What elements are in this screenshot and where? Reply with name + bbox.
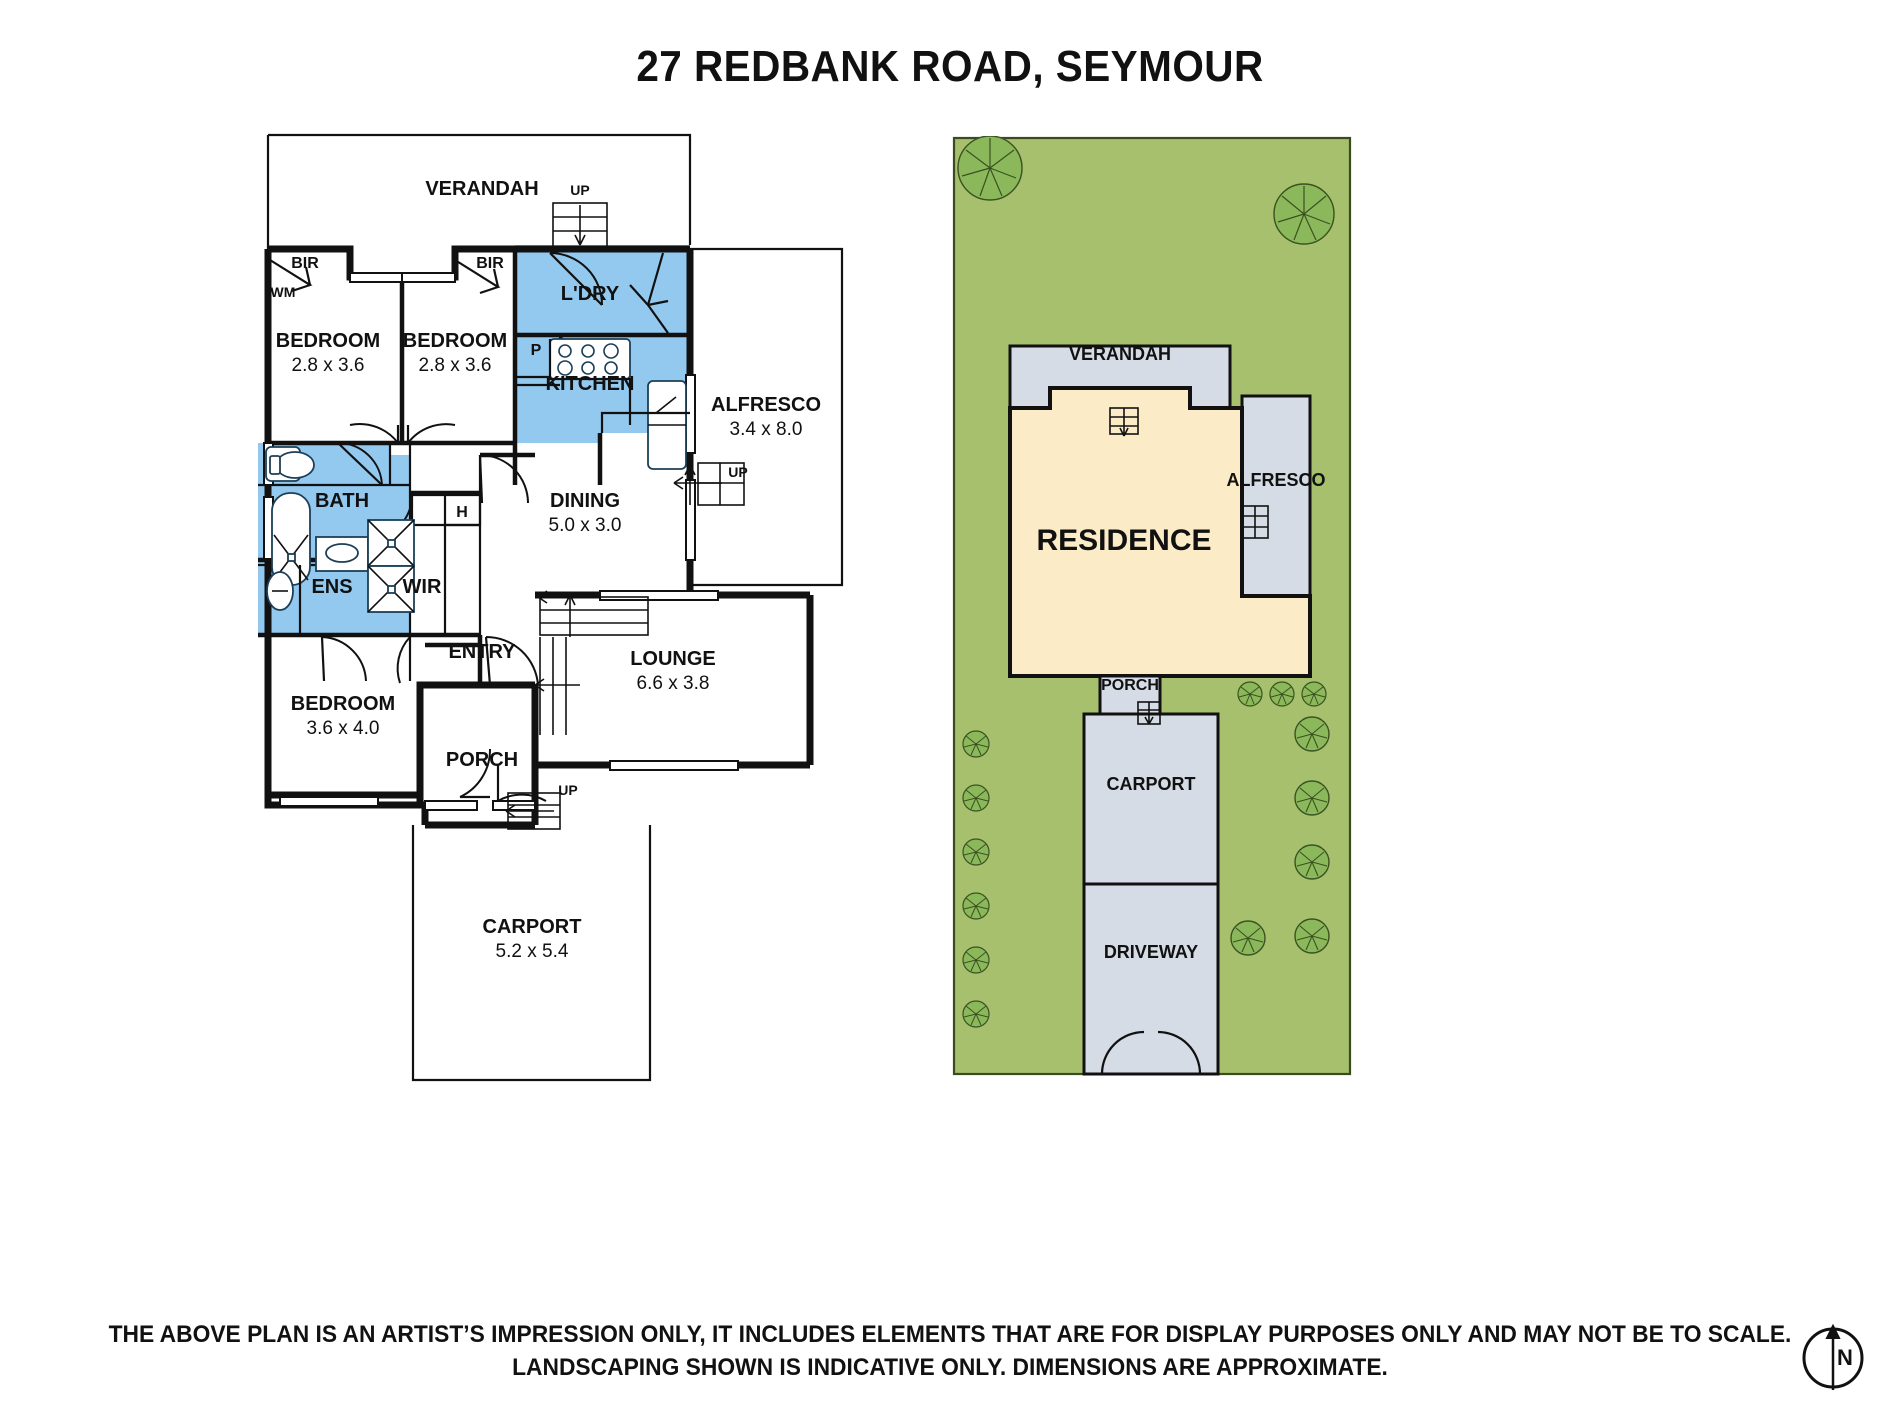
site-label-porch: PORCH <box>1101 677 1159 694</box>
fixtures <box>265 338 690 635</box>
label-linen: H <box>456 504 468 521</box>
label-carport-name: CARPORT <box>483 916 582 938</box>
label-ens: ENS <box>311 576 352 598</box>
site-label-residence: RESIDENCE <box>1036 524 1211 557</box>
label-bedroom1-name: BEDROOM <box>276 330 380 352</box>
shrub-row-top-right <box>1237 681 1327 707</box>
site-driveway <box>1082 882 1220 1076</box>
tree-top-right <box>1273 183 1335 245</box>
label-bedroom2-dim: 2.8 x 3.6 <box>419 355 492 376</box>
page-title: 27 REDBANK ROAD, SEYMOUR <box>636 42 1264 91</box>
label-kitchen: KITCHEN <box>546 373 635 395</box>
label-lounge-dim: 6.6 x 3.8 <box>637 673 710 694</box>
site-alfresco-step <box>1241 505 1269 539</box>
label-bedroom3-dim: 3.6 x 4.0 <box>307 718 380 739</box>
site-alfresco <box>1240 394 1312 598</box>
site-residence <box>1008 386 1312 678</box>
site-verandah-step <box>1109 407 1139 437</box>
shrub-row-left <box>962 730 990 1028</box>
label-lounge-name: LOUNGE <box>630 648 716 670</box>
floor-plan: VERANDAH BIR BIR BEDROOM 2.8 x 3.6 BEDRO… <box>250 125 870 1085</box>
stair-porch <box>505 792 561 830</box>
room-labels: VERANDAH BIR BIR BEDROOM 2.8 x 3.6 BEDRO… <box>271 178 821 962</box>
north-compass: N <box>1795 1320 1871 1396</box>
label-bedroom3-name: BEDROOM <box>291 693 395 715</box>
stair-verandah <box>552 202 608 248</box>
stair-alfresco <box>673 462 745 506</box>
label-porch: PORCH <box>446 749 518 771</box>
label-bir-right: BIR <box>476 255 504 272</box>
label-entry: ENTRY <box>448 641 516 663</box>
label-alfresco-name: ALFRESCO <box>711 394 821 416</box>
label-bath: BATH <box>315 490 369 512</box>
site-porch-step <box>1137 701 1161 725</box>
site-carport <box>1082 712 1220 886</box>
label-alfresco-dim: 3.4 x 8.0 <box>730 419 803 440</box>
label-wm: WM <box>271 284 296 300</box>
tree-top-left <box>957 136 1023 201</box>
disclaimer-line-1: THE ABOVE PLAN IS AN ARTIST’S IMPRESSION… <box>108 1321 1792 1348</box>
label-bedroom1-dim: 2.8 x 3.6 <box>292 355 365 376</box>
compass-label: N <box>1837 1345 1853 1370</box>
label-ldry: L'DRY <box>561 283 620 305</box>
site-label-driveway: DRIVEWAY <box>1104 942 1198 962</box>
label-dining-dim: 5.0 x 3.0 <box>549 515 622 536</box>
stair-lounge <box>534 590 649 735</box>
site-labels: VERANDAH ALFRESCO RESIDENCE PORCH CARPOR… <box>1036 344 1325 962</box>
site-label-alfresco: ALFRESCO <box>1227 470 1326 490</box>
label-verandah: VERANDAH <box>425 178 538 200</box>
label-carport-dim: 5.2 x 5.4 <box>496 941 569 962</box>
disclaimer-line-2: LANDSCAPING SHOWN IS INDICATIVE ONLY. DI… <box>512 1354 1388 1381</box>
site-label-carport: CARPORT <box>1107 774 1196 794</box>
label-bedroom2-name: BEDROOM <box>403 330 507 352</box>
site-label-verandah: VERANDAH <box>1069 344 1171 364</box>
label-bir-left: BIR <box>291 255 319 272</box>
disclaimer: THE ABOVE PLAN IS AN ARTIST’S IMPRESSION… <box>48 1318 1853 1384</box>
stairs <box>505 202 745 830</box>
bush-row-right <box>1230 716 1330 956</box>
label-up-3: UP <box>558 782 577 798</box>
label-up-1: UP <box>570 182 589 198</box>
label-pantry: P <box>531 342 542 359</box>
label-dining-name: DINING <box>550 490 620 512</box>
label-wir: WIR <box>403 576 442 598</box>
label-up-2: UP <box>728 464 747 480</box>
site-plan: VERANDAH ALFRESCO RESIDENCE PORCH CARPOR… <box>952 136 1352 1076</box>
